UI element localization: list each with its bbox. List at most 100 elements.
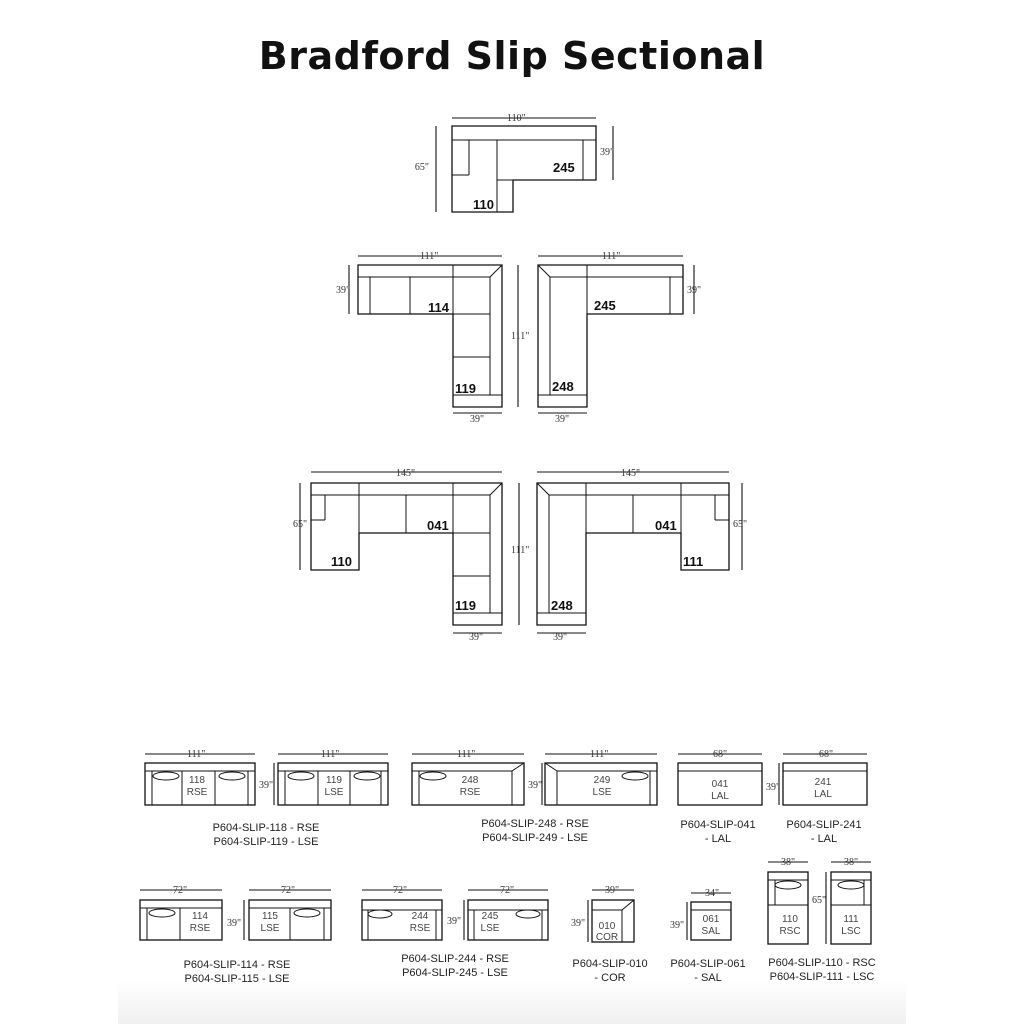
dim-label: 39" [553, 632, 567, 643]
module-sub: SAL [702, 926, 721, 937]
dim-label: 65" [733, 519, 747, 530]
module-sub: LSE [261, 923, 280, 934]
piece-label: 119 [455, 598, 476, 613]
dim-label: 145" [396, 468, 415, 479]
dim-label: 72" [173, 885, 187, 896]
part-number: P604-SLIP-119 - LSE [214, 836, 319, 848]
dim-label: 38" [844, 857, 858, 868]
piece-label: 119 [455, 381, 476, 396]
module-115-lse: 72" 115 LSE [248, 885, 332, 941]
page-title: Bradford Slip Sectional [258, 34, 766, 78]
depth-label: 39" [447, 916, 461, 927]
module-119-lse: 111" 119 LSE [277, 749, 389, 806]
module-sub: RSE [410, 923, 431, 934]
module-label: 110 [782, 914, 798, 925]
config-248-245: 111" 39" 39" 245 248 [537, 251, 701, 425]
module-041-lal: 68" 041 LAL [677, 749, 763, 806]
module-245-lse: 72" 245 LSE [467, 885, 549, 941]
piece-label: 248 [551, 598, 573, 613]
depth-label: 39" [670, 920, 684, 931]
module-241-lal: 68" 241 LAL [782, 749, 868, 806]
dim-label: 38" [781, 857, 795, 868]
dim-label: 65" [293, 519, 307, 530]
piece-label: 245 [594, 298, 616, 313]
module-label: 249 [594, 775, 611, 786]
module-sub: RSE [460, 787, 481, 798]
dim-label: 68" [713, 749, 727, 760]
module-label: 119 [326, 775, 342, 786]
dim-label: 111" [457, 749, 475, 760]
bottom-fade [118, 980, 906, 1024]
module-114-rse: 72" 114 RSE [139, 885, 223, 941]
dim-label: 111" [511, 545, 529, 556]
dim-label: 39" [469, 632, 483, 643]
module-label: 245 [482, 911, 499, 922]
dim-label: 72" [500, 885, 514, 896]
piece-label: 041 [655, 518, 677, 533]
module-110-rsc: 38" 110 RSC [767, 857, 809, 945]
dim-label: 111" [590, 749, 608, 760]
module-sub: LSC [841, 926, 860, 937]
part-number: - LAL [811, 833, 837, 845]
piece-label: 248 [552, 379, 574, 394]
module-label: 010 [599, 921, 616, 932]
depth-label: 39" [766, 782, 780, 793]
depth-label: 39" [227, 918, 241, 929]
module-label: 244 [412, 911, 429, 922]
part-number: P604-SLIP-061 [670, 958, 745, 970]
part-number: - COR [594, 972, 625, 984]
module-sub: RSC [779, 926, 800, 937]
module-sub: RSE [187, 787, 208, 798]
part-number: P604-SLIP-115 - LSE [185, 973, 290, 985]
dim-label: 39" [600, 147, 614, 158]
module-sub: LAL [814, 789, 832, 800]
part-number: P604-SLIP-110 - RSC [768, 957, 875, 969]
part-number: P604-SLIP-114 - RSE [184, 959, 291, 971]
dim-label: 111" [511, 331, 529, 342]
dim-label: 111" [420, 251, 438, 262]
part-number: P604-SLIP-248 - RSE [481, 818, 589, 830]
piece-label: 111 [683, 554, 703, 569]
part-number: P604-SLIP-241 [786, 819, 861, 831]
module-sub: RSE [190, 923, 211, 934]
dim-label: 145" [621, 468, 640, 479]
module-sub: LSE [593, 787, 612, 798]
module-label: 118 [189, 775, 205, 786]
part-number: P604-SLIP-249 - LSE [482, 832, 588, 844]
depth-label: 65" [812, 895, 826, 906]
dim-label: 34" [705, 888, 719, 899]
dim-label: 111" [187, 749, 205, 760]
module-244-rse: 72" 244 RSE [361, 885, 443, 941]
dim-label: 68" [819, 749, 833, 760]
module-label: 248 [462, 775, 479, 786]
piece-label: 110 [331, 554, 352, 569]
module-sub: LAL [711, 791, 729, 802]
dim-label: 39" [555, 414, 569, 425]
part-number: P604-SLIP-118 - RSE [213, 822, 320, 834]
piece-label: 110 [473, 197, 494, 212]
part-number: - LAL [705, 833, 731, 845]
dim-label: 72" [393, 885, 407, 896]
module-111-lsc: 38" 111 LSC [830, 857, 872, 945]
config-110-245: 110" 65" 39" 245 110 [415, 113, 614, 213]
dim-label: 39" [605, 885, 619, 896]
dim-label: 65" [415, 162, 429, 173]
module-label: 241 [815, 777, 832, 788]
part-number: P604-SLIP-245 - LSE [402, 967, 508, 979]
dim-label: 39" [687, 285, 701, 296]
dim-label: 111" [602, 251, 620, 262]
module-label: 061 [703, 914, 720, 925]
part-number: P604-SLIP-244 - RSE [401, 953, 509, 965]
module-label: 041 [712, 779, 729, 790]
module-249-lse: 111" 249 LSE [544, 749, 658, 806]
config-110-041-119: 145" 65" 111" 39" 041 110 119 [293, 468, 529, 643]
dim-label: 72" [281, 885, 295, 896]
piece-label: 114 [428, 300, 450, 315]
dim-label: 39" [336, 285, 350, 296]
module-248-rse: 111" 248 RSE [411, 749, 525, 806]
piece-label: 041 [427, 518, 449, 533]
piece-label: 245 [553, 160, 575, 175]
module-sub: LSE [325, 787, 344, 798]
part-number: - SAL [694, 972, 722, 984]
